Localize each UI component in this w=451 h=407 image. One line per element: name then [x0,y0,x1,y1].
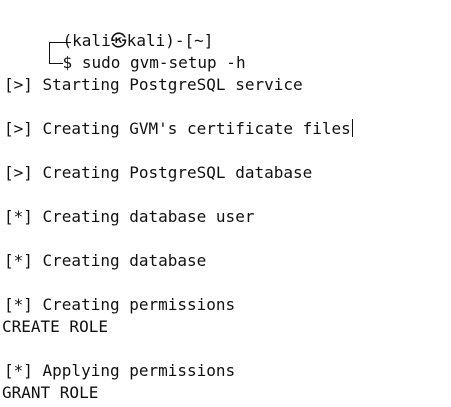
command-text: sudo gvm-setup -h [81,53,246,72]
prompt-symbol: $ [62,53,73,72]
output-line: [*] Creating database [4,251,207,270]
output-line: GRANT ROLE [2,383,99,402]
prompt-box-top-corner [43,30,71,52]
prompt-command-line: $ sudo gvm-setup -h [4,30,246,72]
prompt-user-host: (kali㉿kali)-[~] [62,31,214,50]
prompt-header: (kali㉿kali)-[~] [4,8,213,52]
output-line: [*] Applying permissions [4,361,236,380]
output-line: [>] Creating PostgreSQL database [4,163,313,182]
output-line: [*] Creating permissions [4,295,236,314]
output-line-with-cursor: [>] Creating GVM's certificate files [4,118,353,140]
output-line-text: [>] Creating GVM's certificate files [4,119,351,138]
output-line: CREATE ROLE [2,317,108,336]
output-line: [>] Starting PostgreSQL service [4,75,303,94]
text-cursor [351,119,353,137]
output-line: [*] Creating database user [4,207,255,226]
prompt-box-bottom-corner [43,52,63,74]
